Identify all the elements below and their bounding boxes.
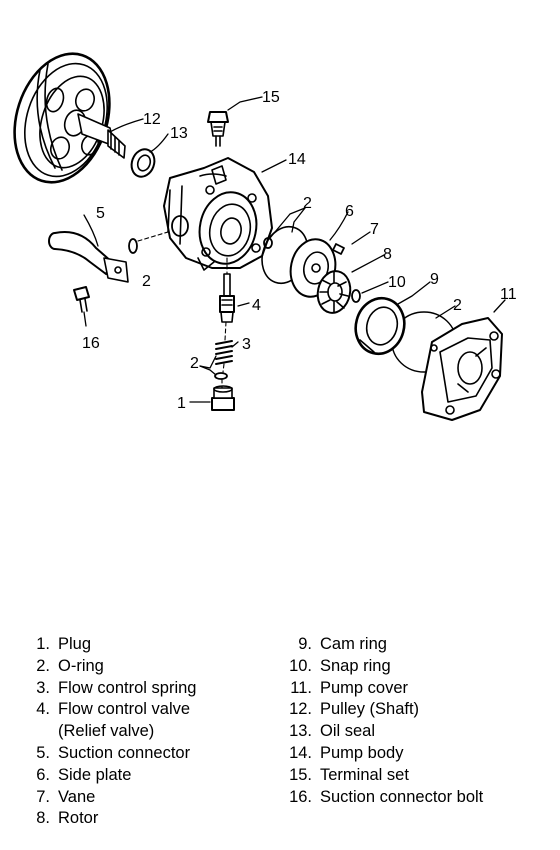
callout-11: 11: [500, 286, 517, 303]
legend-item: 6. Side plate: [20, 765, 280, 787]
legend-number: 11.: [290, 678, 312, 697]
callout-13: 13: [170, 125, 188, 142]
legend-label: Cam ring: [320, 635, 387, 653]
flow-control-valve-part: [219, 273, 235, 323]
rotor-part: [316, 270, 352, 314]
legend-label: Suction connector: [58, 743, 191, 762]
legend-number: 2.: [36, 656, 50, 675]
legend-label: Side plate: [58, 765, 132, 784]
legend-label: Pump body: [320, 743, 404, 762]
legend-number: 6.: [36, 765, 50, 784]
legend-number: 15.: [289, 765, 312, 784]
callout-9: 9: [430, 271, 439, 288]
o-ring-part: [214, 372, 228, 380]
legend-label: Rotor: [58, 809, 99, 828]
parts-legend-right: 9. Cam ring 10. Snap ring 11. Pump cover 12. Pu…: [282, 634, 552, 808]
legend-number: 12.: [289, 700, 312, 719]
terminal-set-part: [207, 111, 229, 147]
suction-connector-part: [48, 231, 129, 283]
plug-part: [211, 385, 235, 411]
callout-2a: 2: [142, 273, 151, 290]
legend-label: Suction connector bolt: [320, 787, 484, 806]
callout-12: 12: [143, 111, 161, 128]
callout-7: 7: [370, 221, 379, 238]
legend-label: O-ring: [58, 656, 104, 675]
legend-item: 2. O-ring: [20, 656, 280, 678]
pulley-part: [13, 52, 111, 184]
callout-10: 10: [388, 274, 406, 291]
parts-legend-left: 1. Plug 2. O-ring 3. Flow control spring 4. Flo…: [20, 634, 280, 830]
callout-1: 1: [177, 395, 186, 412]
legend-label: Snap ring: [320, 656, 391, 675]
shaft-part: [77, 113, 126, 159]
callout-2c: 2: [453, 297, 462, 314]
legend-item: 13. Oil seal: [282, 721, 552, 743]
legend-item: 3. Flow control spring: [20, 678, 280, 700]
callout-3: 3: [242, 336, 251, 353]
legend-item: 12. Pulley (Shaft): [282, 699, 552, 721]
legend-item: 5. Suction connector: [20, 743, 280, 765]
legend-number: 8.: [36, 809, 50, 828]
legend-item: 4. Flow control valve: [20, 699, 280, 721]
legend-number: 5.: [36, 743, 50, 762]
legend-item: 11. Pump cover: [282, 678, 552, 700]
legend-number: 3.: [36, 678, 50, 697]
legend-number: 13.: [289, 722, 312, 741]
callout-6: 6: [345, 203, 354, 220]
legend-label: Flow control spring: [58, 678, 197, 697]
legend-item: 14. Pump body: [282, 743, 552, 765]
legend-number: 9.: [298, 635, 312, 653]
callout-2d: 2: [190, 355, 199, 372]
cam-ring-part: [354, 296, 406, 356]
legend-label: Pump cover: [320, 678, 409, 697]
callout-2b: 2: [303, 195, 312, 212]
legend-label: Pulley (Shaft): [320, 700, 420, 719]
callout-14: 14: [288, 151, 306, 168]
pump-cover-part: [421, 317, 503, 421]
legend-item: 7. Vane: [20, 787, 280, 809]
callout-15: 15: [262, 89, 280, 106]
legend-label: Flow control valve: [58, 700, 191, 719]
legend-label: Plug: [58, 635, 92, 653]
exploded-view-diagram: 12 13 15 14 5 2 16 2 6 7 8 10 9 2 11 4 3…: [13, 52, 517, 421]
legend-item: 9. Cam ring: [282, 634, 552, 656]
oil-seal-part: [130, 148, 156, 178]
vane-part: [332, 243, 345, 255]
legend-item: 8. Rotor: [20, 808, 280, 830]
legend-number: 1.: [36, 635, 50, 653]
callout-16: 16: [82, 335, 100, 352]
legend-item: 10. Snap ring: [282, 656, 552, 678]
legend-number: 14.: [289, 743, 312, 762]
callout-5: 5: [96, 205, 105, 222]
legend-number: 4.: [36, 700, 50, 719]
snap-ring-part: [351, 289, 361, 303]
legend-item: 15. Terminal set: [282, 765, 552, 787]
legend-label: Oil seal: [320, 722, 376, 741]
callout-4: 4: [252, 297, 261, 314]
legend-item: 1. Plug: [20, 634, 280, 656]
flow-control-spring-part: [215, 340, 233, 365]
pump-body-part: [163, 157, 273, 271]
legend-item: 16. Suction connector bolt: [282, 787, 552, 809]
legend-number: 16.: [289, 787, 312, 806]
legend-label-continuation: (Relief valve): [58, 722, 155, 741]
legend-label: Vane: [58, 787, 96, 806]
legend-number: 10.: [289, 656, 312, 675]
o-ring-part: [128, 238, 138, 254]
suction-connector-bolt-part: [73, 286, 90, 313]
callout-8: 8: [383, 246, 392, 263]
legend-label: Terminal set: [320, 765, 409, 784]
legend-number: 7.: [36, 787, 50, 806]
o-ring-part: [263, 237, 273, 249]
